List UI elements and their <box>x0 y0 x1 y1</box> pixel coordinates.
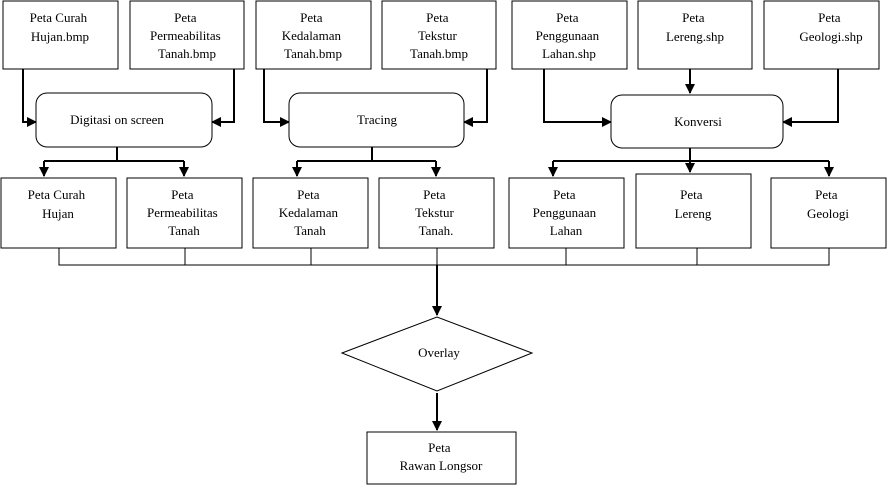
edge-geologi-to-konversi <box>782 69 839 127</box>
process-steps <box>35 92 784 149</box>
edge-permeabilitas-to-digitasi <box>211 69 235 127</box>
output-box-curah-hujan <box>0 177 117 249</box>
input-box-permeabilitas <box>129 0 245 70</box>
result-box <box>366 431 517 485</box>
input-label-tekstur: Peta Tekstur Tanah.bmp <box>410 10 468 61</box>
overlay-diamond <box>340 316 534 392</box>
output-label-kedalaman: Peta Kedalaman Tanah <box>279 187 341 238</box>
output-box-permeabilitas <box>126 177 243 249</box>
result-label: Peta Rawan Longsor <box>400 440 483 473</box>
input-label-kedalaman: Peta Kedalaman Tanah.bmp <box>282 10 344 61</box>
output-box-geologi <box>770 177 887 249</box>
process-box-konversi <box>610 94 784 149</box>
output-label-penggunaan: Peta Penggunaan Lahan <box>533 187 600 238</box>
output-box-penggunaan <box>508 177 625 249</box>
edge-tracing-split <box>297 147 436 162</box>
output-box-lereng <box>635 173 752 249</box>
input-box-curah-hujan <box>2 0 119 70</box>
process-box-tracing <box>288 92 465 148</box>
output-label-geologi: Peta Geologi <box>807 187 849 221</box>
output-label-curah-hujan: Peta Curah Hujan <box>28 187 89 221</box>
input-maps <box>2 0 880 70</box>
edge-digitasi-split <box>44 147 184 162</box>
process-label-digitasi: Digitasi on screen <box>70 112 164 127</box>
input-label-penggunaan: Peta Penggunaan Lahan.shp <box>536 10 603 61</box>
input-label-lereng: Peta Lereng.shp <box>666 10 724 44</box>
edge-konversi-split <box>553 148 829 162</box>
connector-lines <box>22 69 839 431</box>
output-box-kedalaman <box>252 177 369 249</box>
edge-kedalaman-to-tracing <box>263 69 290 127</box>
process-label-konversi: Konversi <box>674 114 722 129</box>
edge-curah-hujan-to-digitasi <box>22 69 37 127</box>
input-label-geologi: Peta Geologi.shp <box>799 10 862 44</box>
input-label-curah-hujan: Peta Curah Hujan.bmp <box>30 10 91 44</box>
input-box-tekstur <box>381 0 497 70</box>
input-box-lereng <box>637 0 753 70</box>
output-box-tekstur <box>378 177 495 249</box>
output-maps <box>0 173 887 249</box>
edge-penggunaan-to-konversi <box>543 69 612 127</box>
output-label-tekstur: Peta Tekstur Tanah. <box>415 187 457 238</box>
input-box-geologi <box>763 0 880 70</box>
overlay-label: Overlay <box>418 345 460 360</box>
output-label-lereng: Peta Lereng <box>675 187 712 221</box>
edge-tekstur-to-tracing <box>463 69 488 127</box>
input-box-kedalaman <box>255 0 372 70</box>
process-label-tracing: Tracing <box>357 112 397 127</box>
input-box-penggunaan <box>511 0 628 70</box>
process-box-digitasi <box>35 92 213 148</box>
edge-collector <box>58 248 830 266</box>
input-label-permeabilitas: Peta Permeabilitas Tanah.bmp <box>150 10 224 61</box>
output-label-permeabilitas: Peta Permeabilitas Tanah <box>147 187 221 238</box>
